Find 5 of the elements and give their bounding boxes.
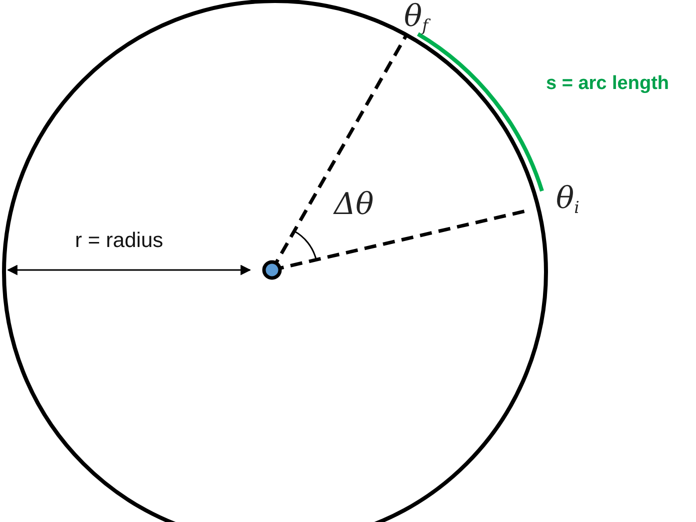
radius-label: r = radius bbox=[75, 230, 164, 251]
angle-label: θ$_{i}$ bbox=[556, 184, 580, 216]
angle-label: θ$_{f}$ bbox=[404, 2, 428, 34]
angle-label: Δθ bbox=[334, 190, 374, 220]
arc-length-label: s = arc length bbox=[546, 74, 670, 93]
